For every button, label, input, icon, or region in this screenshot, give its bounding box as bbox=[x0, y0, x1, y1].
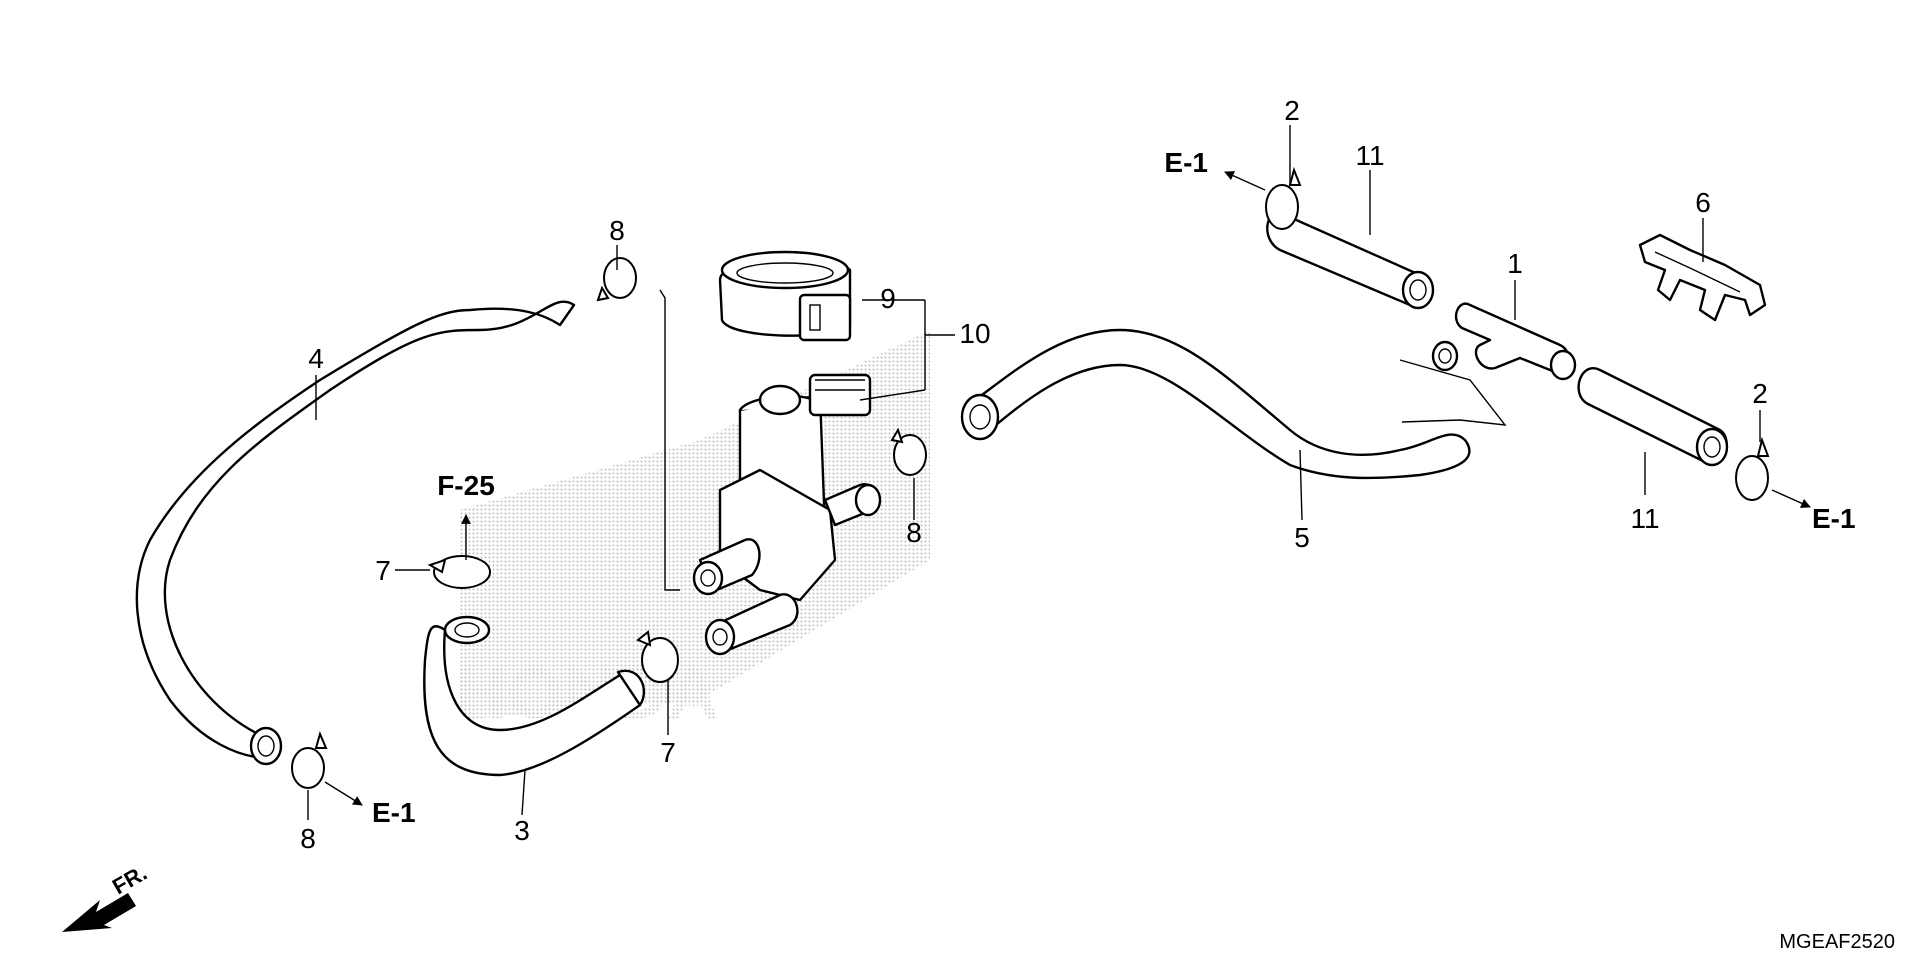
callout-10: 10 bbox=[959, 318, 990, 349]
hose-11-upper bbox=[1266, 212, 1435, 310]
holder-6 bbox=[1638, 233, 1767, 322]
direction-label: FR. bbox=[108, 860, 151, 899]
callout-8-lower: 8 bbox=[300, 823, 316, 854]
callout-8-middle: 8 bbox=[906, 517, 922, 548]
ref-f25[interactable]: F-25 bbox=[437, 470, 495, 501]
clip-2-lower bbox=[1735, 436, 1770, 501]
callout-1: 1 bbox=[1507, 248, 1523, 279]
hose-5 bbox=[960, 328, 1507, 480]
callout-11-upper: 11 bbox=[1355, 140, 1384, 171]
clip-8-lower bbox=[291, 731, 328, 789]
callout-9: 9 bbox=[880, 283, 896, 314]
callout-5: 5 bbox=[1294, 522, 1310, 553]
air-injection-valve bbox=[692, 373, 882, 656]
clip-7-upper bbox=[427, 555, 491, 589]
reference-arrows bbox=[324, 171, 1811, 806]
clip-2-upper bbox=[1265, 166, 1302, 230]
callout-7-upper: 7 bbox=[375, 555, 391, 586]
hose-11-lower bbox=[1577, 367, 1729, 467]
callout-2-lower: 2 bbox=[1752, 378, 1768, 409]
clip-8-middle bbox=[890, 427, 927, 476]
callout-4: 4 bbox=[308, 343, 324, 374]
leader-lines bbox=[307, 125, 1761, 820]
clip-8-upper bbox=[596, 257, 637, 302]
t-joint-1 bbox=[1431, 302, 1577, 381]
bracket-9 bbox=[718, 250, 852, 342]
callout-11-lower: 11 bbox=[1630, 503, 1659, 534]
callout-8-upper: 8 bbox=[609, 215, 625, 246]
drawing-code: MGEAF2520 bbox=[1779, 931, 1895, 953]
ref-e1-upper[interactable]: E-1 bbox=[1164, 147, 1208, 178]
callout-6: 6 bbox=[1695, 187, 1711, 218]
clip-7-lower bbox=[636, 630, 679, 683]
ref-e1-lower[interactable]: E-1 bbox=[372, 797, 416, 828]
ref-e1-right[interactable]: E-1 bbox=[1812, 503, 1856, 534]
callout-3: 3 bbox=[514, 815, 530, 846]
callout-2-upper: 2 bbox=[1284, 95, 1300, 126]
hose-3 bbox=[423, 615, 645, 777]
callout-7-lower: 7 bbox=[660, 737, 676, 768]
hose-4 bbox=[135, 300, 576, 766]
front-direction-arrow: FR. bbox=[62, 860, 151, 932]
